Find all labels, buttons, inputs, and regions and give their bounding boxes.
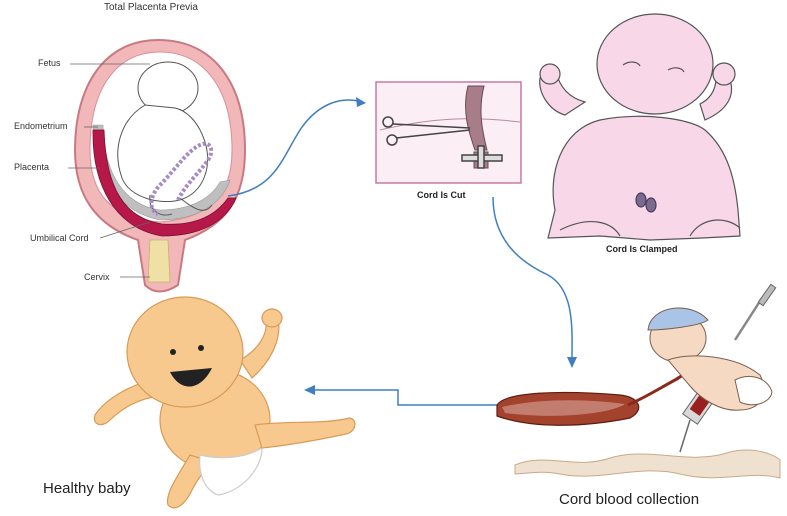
cervix-label: Cervix [84, 272, 110, 282]
endometrium-label: Endometrium [14, 121, 68, 131]
infant-left-fist [540, 64, 560, 84]
uterus-title: Total Placenta Previa [104, 2, 198, 13]
arrow-collection-to-baby [312, 390, 497, 405]
arrow-head-3 [304, 385, 315, 395]
cord-clamped-caption: Cord Is Clamped [606, 244, 678, 254]
cord-blood-collection-caption: Cord blood collection [559, 491, 699, 508]
fetus-label: Fetus [38, 58, 61, 68]
arrow-head-1 [356, 97, 366, 107]
arrow-uterus-to-cut [228, 100, 362, 196]
cervix-canal [148, 240, 170, 282]
arrow-head-2 [567, 357, 577, 368]
infant-head [597, 14, 713, 114]
umbilical-cord-label: Umbilical Cord [30, 233, 89, 243]
cartoon-head [127, 297, 243, 407]
clamped-infant-drawing [540, 14, 740, 240]
cartoon-right-eye [198, 345, 204, 351]
collection-baby [648, 308, 772, 410]
cartoon-right-hand [262, 309, 282, 327]
infant-right-fist [713, 63, 735, 85]
healthy-baby-caption: Healthy baby [43, 480, 131, 497]
infant-body [548, 116, 740, 240]
placenta-label: Placenta [14, 162, 49, 172]
ground-surface [515, 450, 780, 478]
cartoon-left-eye [170, 349, 176, 355]
healthy-baby-drawing [94, 297, 354, 508]
cord-cut-caption: Cord Is Cut [417, 190, 466, 200]
cord-blood-collection-drawing [497, 284, 780, 478]
